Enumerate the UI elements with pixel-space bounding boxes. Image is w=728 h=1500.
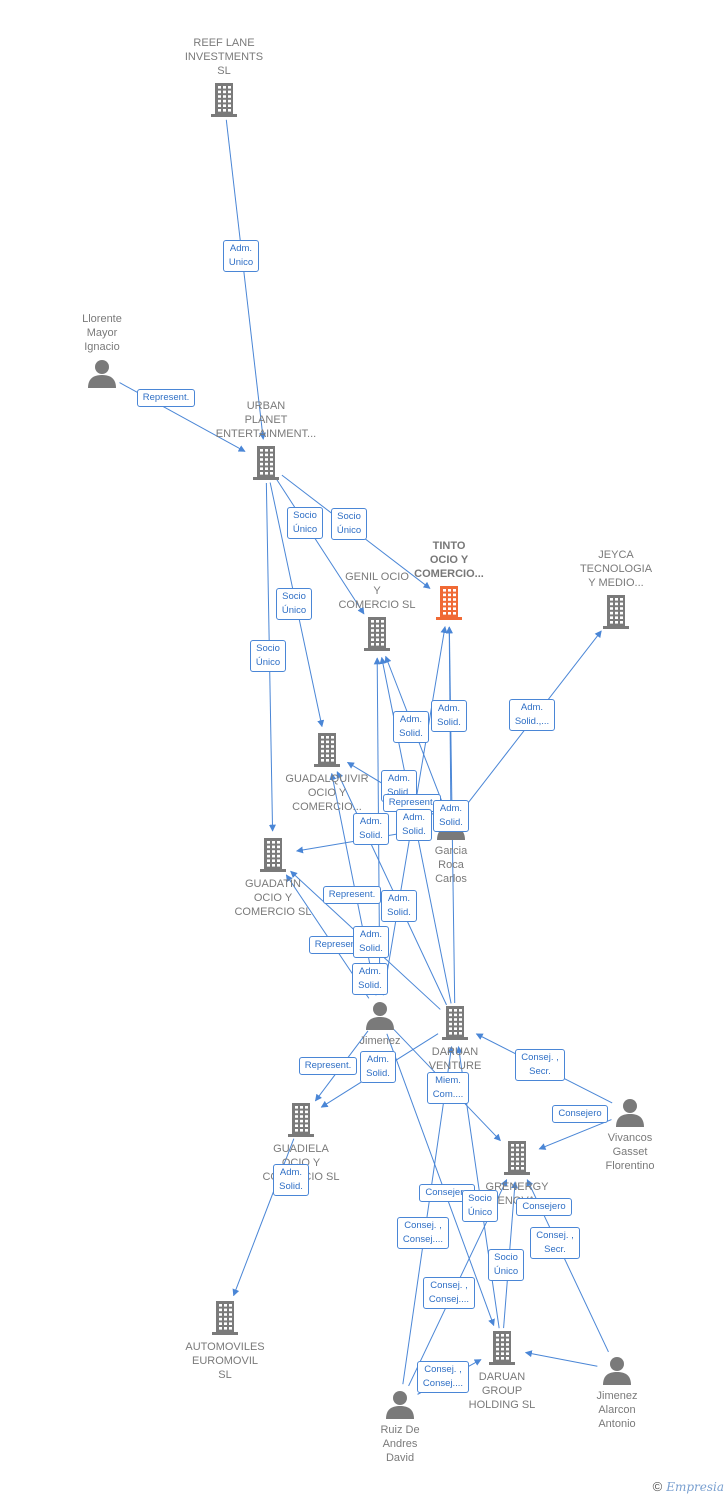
building-icon[interactable] [434,585,464,626]
node-label-garcia[interactable]: Garcia Roca Carlos [434,845,468,885]
node-label-daruangroup[interactable]: DARUAN GROUP HOLDING SL [468,1371,536,1411]
edge-label[interactable]: Adm. Solid. [353,926,389,958]
node-label-reef[interactable]: REEF LANE INVESTMENTS SL [184,37,264,77]
edge-label[interactable]: Consej. , Consej.... [396,1217,450,1249]
building-icon[interactable] [440,1005,470,1046]
edge-label[interactable]: Miem. Com.... [426,1072,470,1104]
building-icon[interactable] [258,837,288,878]
person-icon[interactable] [385,1389,415,1424]
edge-label[interactable]: Adm. Unico [222,240,260,272]
edge-urban-genil [276,479,365,615]
edge-label[interactable]: Adm. Solid. [396,809,432,841]
edge-label[interactable]: Adm. Solid. [352,963,388,995]
node-label-urban[interactable]: URBAN PLANET ENTERTAINMENT... [215,400,317,440]
node-label-jeyca[interactable]: JEYCA TECNOLOGIA Y MEDIO... [579,549,653,589]
node-label-jimenezalarcon[interactable]: Jimenez Alarcon Antonio [596,1390,638,1430]
copyright-symbol: © [652,1479,663,1494]
edge-label[interactable]: Consej. , Consej.... [416,1361,470,1393]
building-icon[interactable] [312,732,342,773]
edge-jimenez-daruangroup [386,1033,495,1327]
node-label-guadatin[interactable]: GUADATIN OCIO Y COMERCIO SL [234,878,312,918]
edge-daruanventure-guadalquivir [336,771,447,1006]
node-label-vivancos[interactable]: Vivancos Gasset Florentino [605,1132,655,1172]
edge-label[interactable]: Consej. , Secr. [515,1049,565,1081]
node-label-tinto[interactable]: TINTO OCIO Y COMERCIO... [414,540,484,580]
edge-label[interactable]: Adm. Solid. [353,813,389,845]
edge-reef-urban [225,119,266,440]
node-label-daruanventure[interactable]: DARUAN VENTURE [428,1046,482,1072]
edge-label[interactable]: Represent. [322,886,382,904]
edge-label[interactable]: Socio Único [487,1249,525,1281]
building-icon[interactable] [362,616,392,657]
edge-label[interactable]: Consej. , Consej.... [422,1277,476,1309]
edge-label[interactable]: Represent. [298,1057,358,1075]
edge-jimenezalarcon-daruangroup [524,1350,598,1367]
edge-label[interactable]: Adm. Solid. [381,890,417,922]
edge-label[interactable]: Adm. Solid. [433,800,469,832]
edge-label[interactable]: Adm. Solid. [273,1164,309,1196]
building-icon[interactable] [286,1102,316,1143]
edge-label[interactable]: Socio Único [330,508,368,540]
edge-label[interactable]: Socio Único [249,640,287,672]
building-icon[interactable] [487,1330,517,1371]
edge-label[interactable]: Adm. Solid. [393,711,429,743]
person-icon[interactable] [615,1097,645,1132]
edge-label[interactable]: Consej. , Secr. [530,1227,580,1259]
edge-jimenez-guadalquivir [329,772,377,996]
edge-vivancos-grenergy [538,1119,612,1150]
node-label-llorente[interactable]: Llorente Mayor Ignacio [82,313,122,353]
edge-label[interactable]: Adm. Solid.,... [508,699,556,731]
edge-label[interactable]: Consejero [419,1184,475,1202]
edge-label[interactable]: Socio Único [461,1190,499,1222]
brand-name: Empresia [666,1480,724,1494]
edge-label[interactable]: Consejero [552,1105,608,1123]
building-icon[interactable] [210,1300,240,1341]
edge-label[interactable]: Represent. [136,389,196,407]
node-label-jimenez[interactable]: Jimenez [359,1035,401,1047]
person-icon[interactable] [602,1355,632,1390]
edge-label[interactable]: Adm. Solid. [431,700,467,732]
building-icon[interactable] [251,445,281,486]
node-label-genil[interactable]: GENIL OCIO Y COMERCIO SL [338,571,416,611]
footer-brand[interactable]: ©Empresia [653,1479,724,1494]
building-icon[interactable] [601,594,631,635]
edge-label[interactable]: Socio Único [275,588,313,620]
person-icon[interactable] [365,1000,395,1035]
node-label-guadalquivir[interactable]: GUADALQUIVIR OCIO Y COMERCIO... [285,773,369,813]
node-label-automoviles[interactable]: AUTOMOVILES EUROMOVIL SL [185,1341,265,1381]
person-icon[interactable] [87,358,117,393]
edge-label[interactable]: Socio Único [286,507,324,539]
building-icon[interactable] [502,1140,532,1181]
edge-label[interactable]: Adm. Solid. [360,1051,396,1083]
edge-label[interactable]: Consejero [516,1198,572,1216]
building-icon[interactable] [209,82,239,123]
node-label-ruiz[interactable]: Ruiz De Andres David [380,1424,420,1464]
